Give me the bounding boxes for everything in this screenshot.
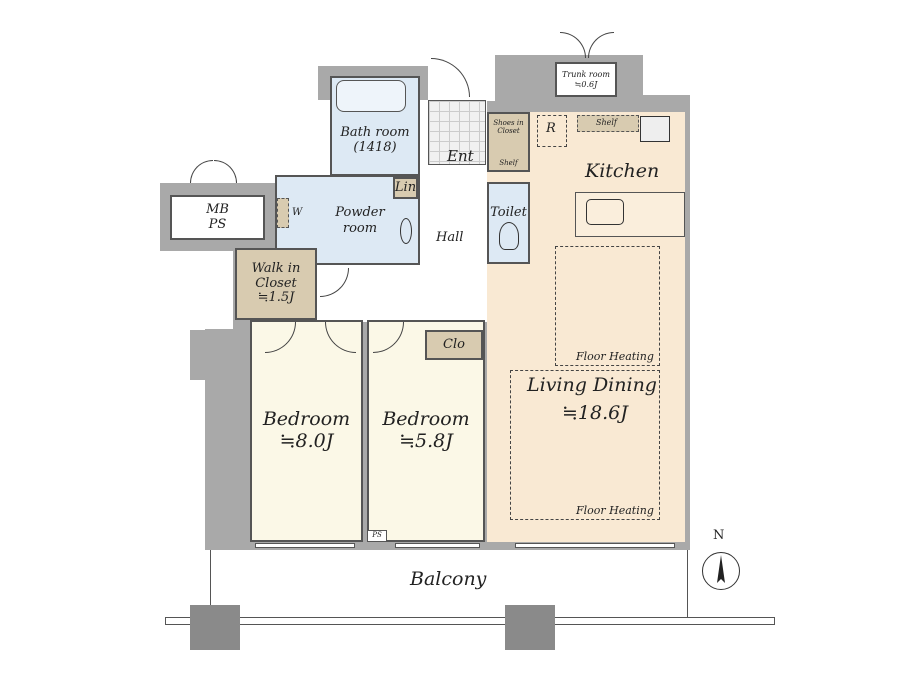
mb-door[interactable] bbox=[190, 160, 213, 183]
trunk-door-2[interactable] bbox=[588, 32, 614, 58]
mb-label: MB bbox=[206, 201, 229, 217]
kitchen-label: Kitchen bbox=[585, 160, 660, 182]
bathtub-icon bbox=[336, 80, 406, 112]
wm-label: W bbox=[292, 207, 303, 218]
hall-label: Hall bbox=[436, 230, 464, 245]
bedroom-1-area: ≒8.0J bbox=[279, 430, 334, 452]
outside-notch2 bbox=[205, 251, 233, 329]
walk-in-closet: Walk in Closet ≒1.5J bbox=[235, 248, 317, 320]
living-dining-label: Living Dining bbox=[527, 374, 657, 396]
lin-label: Lin bbox=[394, 179, 417, 195]
ps-box: PS bbox=[367, 530, 387, 542]
refrigerator-space bbox=[537, 115, 567, 147]
kitchen-shelf-label: Shelf bbox=[596, 118, 617, 127]
stove-icon bbox=[640, 116, 670, 142]
trunk-room: Trunk room ≒0.6J bbox=[555, 62, 617, 97]
mb-ps: MB PS bbox=[170, 195, 265, 240]
kitchen-shelf bbox=[577, 115, 639, 132]
floor-heating-label-1: Floor Heating bbox=[576, 350, 654, 363]
entrance bbox=[428, 100, 486, 165]
walk-in-closet-area: ≒1.5J bbox=[257, 290, 295, 306]
shoes-shelf-label: Shelf bbox=[499, 159, 518, 168]
compass-icon bbox=[702, 552, 740, 590]
bedroom-2-label: Bedroom bbox=[382, 408, 470, 431]
shoes-closet: Shoes in Closet Shelf bbox=[487, 112, 530, 172]
linen-closet: Lin bbox=[393, 177, 418, 199]
bath-room-note: (1418) bbox=[353, 140, 397, 155]
balcony-pillar-2 bbox=[505, 605, 555, 650]
clo-label: Clo bbox=[443, 336, 465, 352]
refrigerator-label: R bbox=[546, 121, 556, 136]
shoes-closet-label: Shoes in Closet bbox=[493, 119, 524, 135]
window-bedroom-2 bbox=[395, 543, 480, 548]
compass-north-label: N bbox=[713, 528, 725, 543]
wm-space bbox=[277, 198, 289, 228]
column bbox=[190, 330, 245, 380]
living-dining-area: ≒18.6J bbox=[562, 402, 628, 424]
bedroom-1: Bedroom ≒8.0J bbox=[250, 320, 363, 542]
floor-heating-zone-1 bbox=[555, 246, 660, 366]
washbasin-icon bbox=[400, 218, 412, 244]
trunk-room-area: ≒0.6J bbox=[574, 79, 598, 89]
bath-room-label: Bath room bbox=[340, 125, 410, 141]
balcony-railing bbox=[165, 617, 775, 625]
balcony-label: Balcony bbox=[410, 568, 487, 590]
walk-in-closet-label: Walk in Closet bbox=[251, 260, 301, 291]
balcony bbox=[210, 550, 688, 618]
bedroom-2-area: ≒5.8J bbox=[399, 430, 453, 452]
ps-label: PS bbox=[208, 216, 227, 232]
floor-heating-zone-2 bbox=[510, 370, 660, 520]
closet: Clo bbox=[425, 330, 483, 360]
window-bedroom-1 bbox=[255, 543, 355, 548]
ps-box-label: PS bbox=[372, 531, 382, 539]
window-living bbox=[515, 543, 675, 548]
toilet-icon bbox=[499, 222, 519, 250]
ent-label: Ent bbox=[447, 147, 474, 165]
bedroom-1-label: Bedroom bbox=[262, 408, 351, 431]
toilet-label: Toilet bbox=[490, 204, 527, 220]
sink-icon bbox=[586, 199, 624, 225]
balcony-pillar-1 bbox=[190, 605, 240, 650]
floor-heating-label-2: Floor Heating bbox=[576, 504, 654, 517]
trunk-door[interactable] bbox=[560, 32, 586, 58]
trunk-room-label: Trunk room bbox=[562, 70, 610, 80]
powder-room-label: Powder room bbox=[335, 205, 385, 236]
entrance-door[interactable] bbox=[431, 58, 470, 97]
